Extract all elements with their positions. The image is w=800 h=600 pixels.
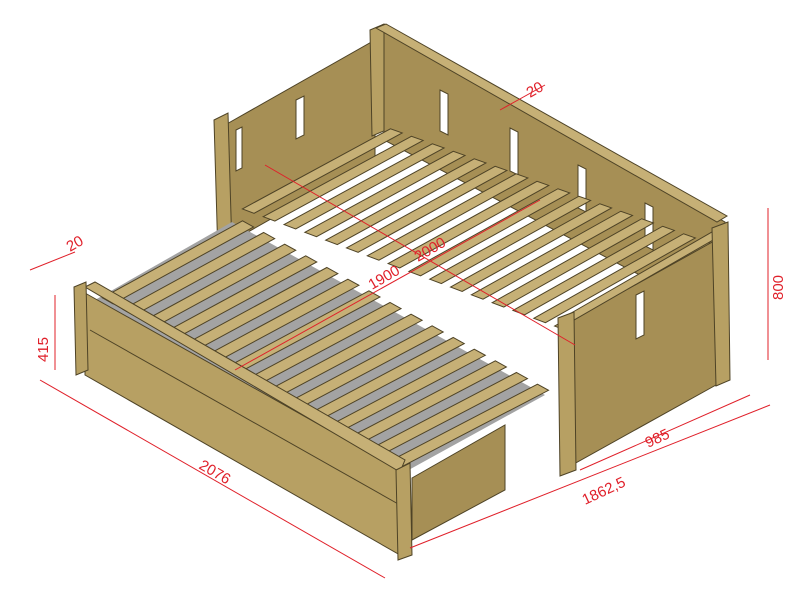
dim-2076: 2076 [196, 457, 233, 488]
headboard-slot [295, 95, 305, 140]
footboard-slot [635, 290, 645, 340]
dimension-lines [29, 84, 771, 579]
dim-415: 415 [35, 337, 52, 362]
dim-20-top: 20 [524, 78, 547, 101]
trundle-left-post [73, 281, 89, 376]
slat [407, 188, 571, 277]
trundle-face-groove [89, 329, 401, 506]
main-bed-slats [241, 128, 718, 332]
dim-20-left: 20 [64, 232, 87, 255]
back-side-top-rail [374, 23, 728, 223]
footboard-post-back [711, 221, 731, 387]
slat [386, 180, 550, 269]
slat [532, 233, 697, 324]
slat [282, 143, 446, 230]
slat [262, 135, 425, 222]
dim-1862-5: 1862,5 [580, 474, 629, 509]
slat [490, 218, 655, 308]
drawer [411, 424, 506, 541]
headboard-slot [235, 126, 243, 172]
slat [366, 173, 530, 261]
footboard-post-front [557, 311, 577, 477]
dim-800: 800 [770, 275, 787, 300]
slat [449, 203, 613, 292]
trundle-front-top-rail [83, 281, 406, 473]
slat [303, 150, 467, 238]
dim-985: 985 [643, 426, 673, 452]
trundle-corner-post [395, 462, 413, 561]
trundle-slats [101, 220, 550, 467]
slat [345, 165, 509, 253]
slat [241, 128, 404, 214]
slat [470, 210, 634, 300]
slat [428, 195, 592, 285]
